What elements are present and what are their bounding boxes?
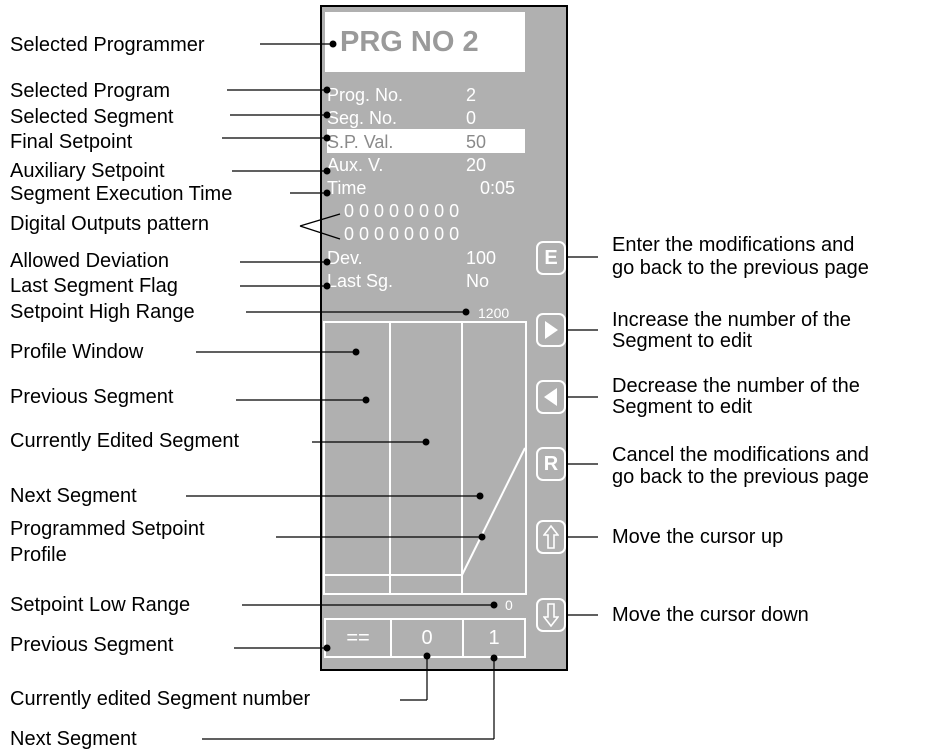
enter-key[interactable]: E xyxy=(536,241,566,275)
label-enter-1: Enter the modifications and xyxy=(612,234,855,256)
label-cursor-up: Move the cursor up xyxy=(612,526,784,548)
label-programmed-setpoint-profile-2: Profile xyxy=(10,544,67,566)
label-cancel-1: Cancel the modifications and xyxy=(612,444,869,466)
label-setpoint-low-range: Setpoint Low Range xyxy=(10,594,191,616)
time-value: 0:05 xyxy=(480,178,516,198)
digital-outputs-row-1: 0 0 0 0 0 0 0 0 xyxy=(344,201,460,221)
label-next-segment-bottom: Next Segment xyxy=(10,728,137,750)
play-right-icon xyxy=(545,321,558,339)
arrow-down-icon xyxy=(543,603,559,627)
label-final-setpoint: Final Setpoint xyxy=(10,131,133,153)
label-auxiliary-setpoint: Auxiliary Setpoint xyxy=(10,160,165,182)
profile-window-frame xyxy=(323,321,527,595)
label-setpoint-high-range: Setpoint High Range xyxy=(10,301,195,323)
label-cursor-down: Move the cursor down xyxy=(612,604,809,626)
label-decrease-2: Segment to edit xyxy=(612,396,753,418)
aux-v-value: 20 xyxy=(466,155,487,175)
arrow-up-icon xyxy=(543,525,559,549)
decrease-segment-key[interactable] xyxy=(536,380,566,414)
cursor-down-key[interactable] xyxy=(536,598,566,632)
right-callouts xyxy=(567,256,598,616)
label-segment-execution-time: Segment Execution Time xyxy=(10,183,233,205)
label-selected-programmer: Selected Programmer xyxy=(10,34,205,56)
label-currently-edited-segment-number: Currently edited Segment number xyxy=(10,688,311,710)
cancel-key-label: R xyxy=(543,452,559,475)
low-range-value: 0 xyxy=(505,597,513,613)
label-previous-segment: Previous Segment xyxy=(10,386,174,408)
cursor-up-key[interactable] xyxy=(536,520,566,554)
label-previous-segment-bottom: Previous Segment xyxy=(10,634,174,656)
label-next-segment: Next Segment xyxy=(10,485,137,507)
digital-outputs-row-2: 0 0 0 0 0 0 0 0 xyxy=(344,224,460,244)
increase-segment-key[interactable] xyxy=(536,313,566,347)
label-selected-segment: Selected Segment xyxy=(10,106,174,128)
label-digital-outputs-pattern: Digital Outputs pattern xyxy=(10,213,209,235)
label-profile-window: Profile Window xyxy=(10,341,144,363)
enter-key-label: E xyxy=(544,246,558,269)
label-programmed-setpoint-profile-1: Programmed Setpoint xyxy=(10,518,205,540)
sp-val-label[interactable]: S.P. Val. xyxy=(327,132,394,152)
label-decrease-1: Decrease the number of the xyxy=(612,375,860,397)
play-left-icon xyxy=(544,388,557,406)
programmer-header: PRG NO 2 xyxy=(325,12,525,72)
prog-no-label: Prog. No. xyxy=(327,85,404,105)
label-allowed-deviation: Allowed Deviation xyxy=(10,250,169,272)
callout-dots xyxy=(323,40,498,662)
label-enter-2: go back to the previous page xyxy=(612,257,869,279)
label-currently-edited-segment: Currently Edited Segment xyxy=(10,430,240,452)
seg-no-value: 0 xyxy=(466,108,477,128)
label-last-segment-flag: Last Segment Flag xyxy=(10,275,178,297)
cancel-key[interactable]: R xyxy=(536,447,566,481)
dev-value: 100 xyxy=(466,248,497,268)
last-sg-label: Last Sg. xyxy=(327,271,394,291)
label-selected-program: Selected Program xyxy=(10,80,171,102)
label-cancel-2: go back to the previous page xyxy=(612,466,869,488)
setpoint-highlight xyxy=(327,129,525,153)
prog-no-value: 2 xyxy=(466,85,477,105)
seg-no-label: Seg. No. xyxy=(327,108,398,128)
dev-label: Dev. xyxy=(327,248,363,268)
time-label: Time xyxy=(327,178,367,198)
programmer-title: PRG NO 2 xyxy=(340,26,479,58)
label-increase-2: Segment to edit xyxy=(612,330,753,352)
sp-val-value[interactable]: 50 xyxy=(466,132,487,152)
label-increase-1: Increase the number of the xyxy=(612,309,852,331)
high-range-value: 1200 xyxy=(478,305,510,321)
aux-v-label: Aux. V. xyxy=(327,155,384,175)
last-sg-value: No xyxy=(466,271,490,291)
left-callouts xyxy=(186,43,495,740)
